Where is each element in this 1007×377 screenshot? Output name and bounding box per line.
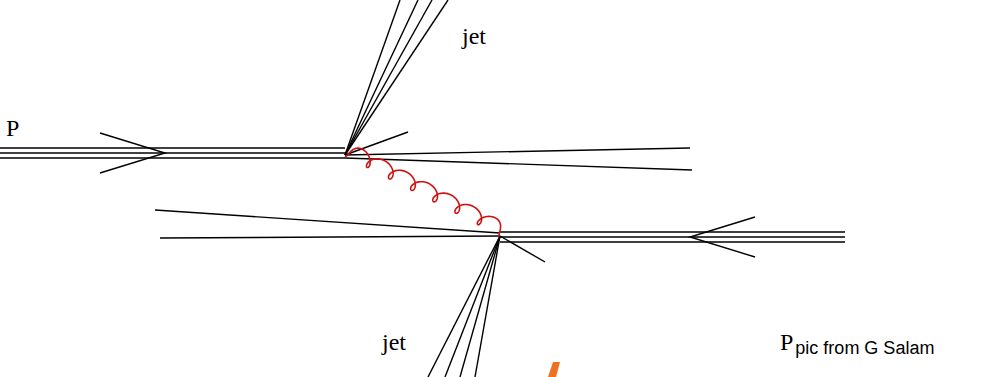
direction-chevron xyxy=(100,133,165,173)
proton-label: P xyxy=(6,116,19,140)
credit-note: pic from G Salam xyxy=(795,339,934,357)
jet-line xyxy=(500,236,545,262)
spectator-line xyxy=(345,148,690,155)
spectator-line xyxy=(345,158,692,170)
spectator-line xyxy=(155,210,500,233)
proton-line xyxy=(500,236,845,237)
jet-line xyxy=(428,236,500,377)
jet-label: jet xyxy=(382,330,406,354)
jet-line xyxy=(345,0,418,155)
jet-line xyxy=(445,236,500,377)
jet-line xyxy=(345,0,448,155)
spectator-line xyxy=(160,236,500,238)
jet-line xyxy=(345,0,432,155)
proton-line xyxy=(500,241,845,242)
jet-line xyxy=(345,0,400,155)
proton-line xyxy=(500,231,845,232)
jet-line xyxy=(475,236,500,377)
direction-chevron xyxy=(690,217,755,257)
jet-label: jet xyxy=(462,24,486,48)
gluon-line xyxy=(345,148,501,236)
jet-line xyxy=(345,132,408,155)
proton-line xyxy=(0,147,345,148)
jet-line xyxy=(460,236,500,377)
stray-mark xyxy=(548,362,560,377)
proton-label: P xyxy=(780,330,793,354)
proton-line xyxy=(0,157,345,158)
proton-line xyxy=(0,152,345,153)
